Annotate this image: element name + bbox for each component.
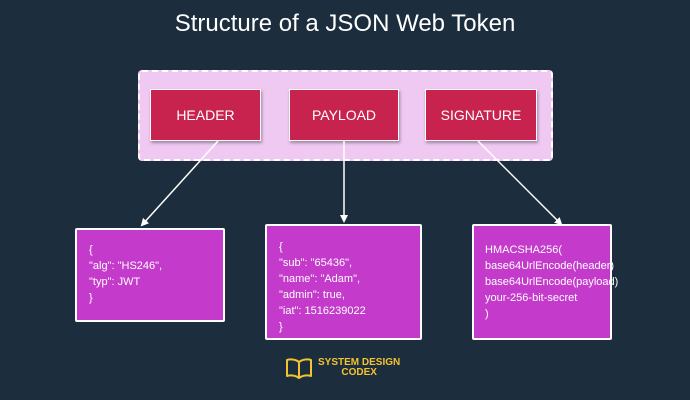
- segment-payload: PAYLOAD: [289, 89, 399, 141]
- code-line: "iat": 1516239022: [279, 305, 366, 317]
- code-line: your-256-bit-secret: [485, 292, 578, 304]
- brand-name-line2: CODEX: [341, 367, 377, 378]
- code-line: }: [279, 321, 283, 333]
- diagram-canvas: Structure of a JSON Web Token HEADER PAY…: [75, 10, 618, 379]
- payload-json-box: { "sub": "65436", "name": "Adam", "admin…: [265, 224, 422, 340]
- code-line: {: [279, 241, 283, 253]
- code-line: "admin": true,: [279, 289, 345, 301]
- code-line: HMACSHA256(: [485, 244, 563, 256]
- code-line: "name": "Adam",: [279, 273, 361, 285]
- header-json-box: { "alg": "HS246", "typ": JWT }: [75, 228, 225, 322]
- brand-logo: SYSTEM DESIGN CODEX: [285, 357, 400, 379]
- brand-name-line1: SYSTEM DESIGN: [318, 357, 401, 368]
- open-book-icon: [286, 358, 312, 379]
- code-line: "sub": "65436",: [279, 257, 353, 269]
- arrow-signature: [477, 140, 563, 226]
- code-line: base64UrlEncode(payload): [485, 276, 619, 288]
- code-line: base64UrlEncode(header): [485, 260, 615, 272]
- arrow-header: [140, 140, 219, 227]
- code-line: "typ": JWT: [89, 276, 141, 288]
- segment-header: HEADER: [150, 89, 261, 141]
- segment-signature: SIGNATURE: [425, 89, 537, 141]
- code-line: }: [89, 292, 93, 304]
- signature-box: HMACSHA256( base64UrlEncode(header) base…: [472, 224, 619, 340]
- connector-arrows: [140, 140, 563, 227]
- diagram-title: Structure of a JSON Web Token: [174, 10, 516, 37]
- code-line: {: [89, 244, 93, 256]
- code-line: "alg": "HS246",: [89, 260, 163, 272]
- code-line: ): [485, 308, 489, 320]
